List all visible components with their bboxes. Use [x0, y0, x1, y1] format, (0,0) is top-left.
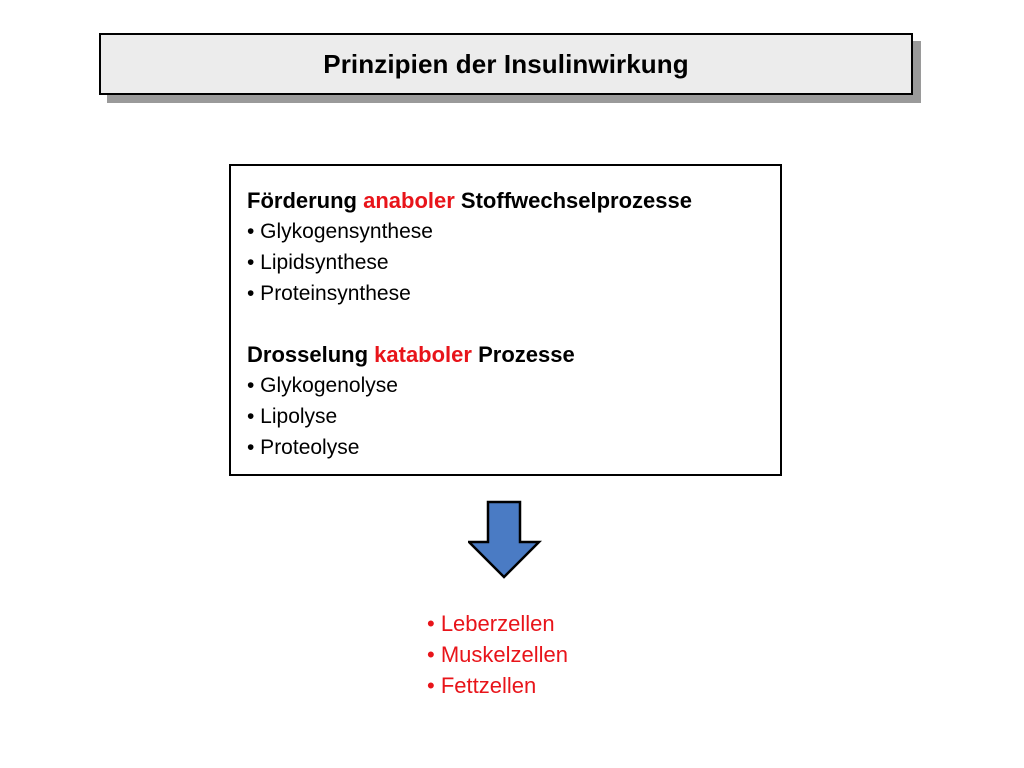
list-item: • Fettzellen — [427, 673, 537, 698]
list-item: • Proteinsynthese — [247, 282, 411, 305]
list-item: • Muskelzellen — [427, 642, 568, 667]
target-cells-list: • Leberzellen • Muskelzellen • Fettzelle… — [427, 608, 568, 701]
catabolic-highlight: kataboler — [374, 342, 472, 367]
catabolic-heading-suffix: Prozesse — [471, 342, 575, 367]
spacer — [247, 309, 780, 340]
list-item: • Proteolyse — [247, 436, 360, 459]
catabolic-heading: Drosselung kataboler Prozesse — [247, 340, 780, 370]
list-item: • Lipidsynthese — [247, 251, 389, 274]
catabolic-list: • Glykogenolyse • Lipolyse • Proteolyse — [247, 370, 780, 463]
page-title: Prinzipien der Insulinwirkung — [323, 48, 689, 79]
catabolic-heading-prefix: Drosselung — [247, 342, 375, 367]
insulin-effects-box: Förderung anaboler Stoffwechselprozesse … — [229, 164, 782, 476]
list-item: • Glykogensynthese — [247, 220, 433, 243]
anabolic-highlight: anaboler — [363, 188, 455, 213]
down-arrow-icon — [468, 500, 542, 579]
list-item: • Glykogenolyse — [247, 374, 398, 397]
title-box: Prinzipien der Insulinwirkung — [99, 33, 913, 95]
list-item: • Lipolyse — [247, 405, 338, 428]
anabolic-heading-prefix: Förderung — [247, 188, 364, 213]
anabolic-list: • Glykogensynthese • Lipidsynthese • Pro… — [247, 216, 780, 309]
anabolic-heading: Förderung anaboler Stoffwechselprozesse — [247, 186, 780, 216]
list-item: • Leberzellen — [427, 611, 555, 636]
anabolic-heading-suffix: Stoffwechselprozesse — [454, 188, 692, 213]
